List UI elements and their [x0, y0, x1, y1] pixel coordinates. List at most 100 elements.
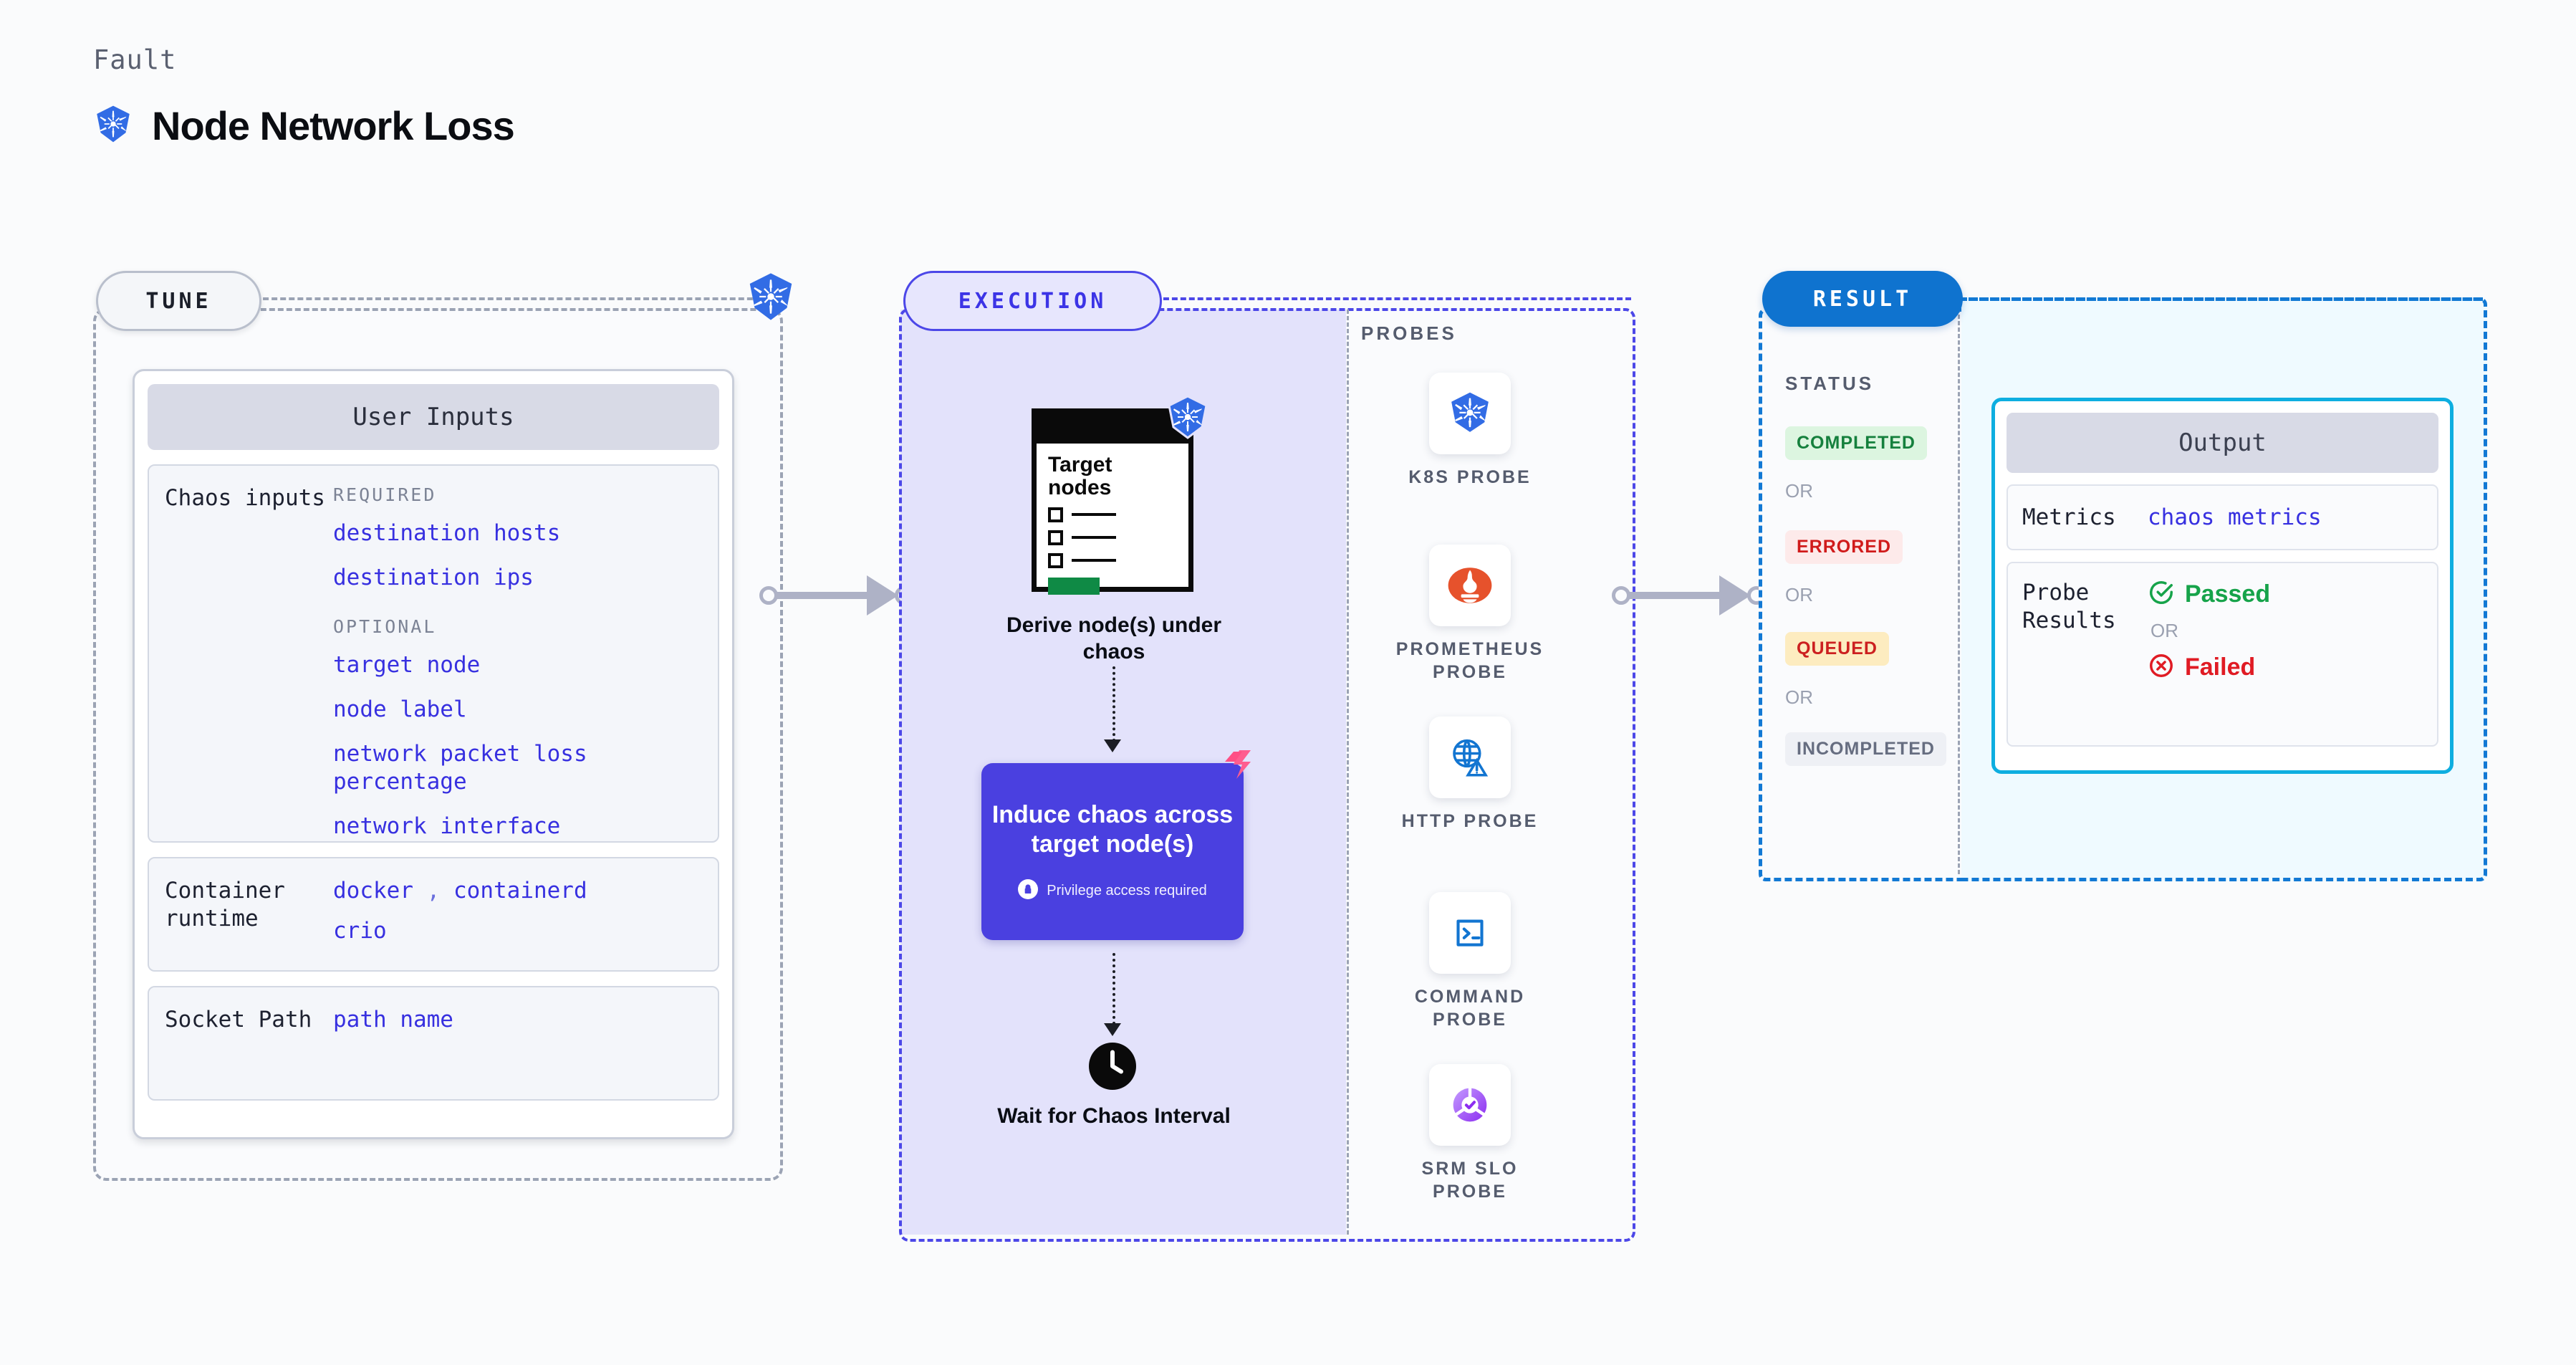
input-value[interactable]: node label	[333, 696, 467, 723]
socket-path-key: Socket Path	[165, 1007, 312, 1033]
privilege-note-text: Privilege access required	[1047, 882, 1207, 899]
probe-label: SRM SLO PROBE	[1421, 1159, 1519, 1202]
probe-item-k8s[interactable]: K8S PROBE	[1384, 373, 1556, 489]
metrics-key: Metrics	[2022, 504, 2116, 530]
probe-pass-label: Passed	[2185, 580, 2271, 608]
result-connector-dash	[1960, 297, 2483, 301]
optional-group-title: OPTIONAL	[333, 616, 437, 638]
probe-fail-label: Failed	[2185, 653, 2256, 681]
or-label: OR	[1785, 584, 1813, 605]
page-header: Fault Node Network Loss	[93, 44, 515, 149]
flow-connector-line	[1112, 953, 1115, 1025]
fault-eyebrow-label: Fault	[93, 44, 177, 75]
metrics-value[interactable]: chaos metrics	[2148, 504, 2322, 530]
checkbox-glyph	[1048, 530, 1063, 545]
input-value[interactable]: network interface	[333, 813, 561, 840]
page-title: Node Network Loss	[152, 103, 515, 148]
probe-item-prometheus[interactable]: PROMETHEUS PROBE	[1384, 545, 1556, 684]
runtime-value[interactable]: crio	[333, 917, 387, 944]
socket-path-section: Socket Path path name	[148, 986, 719, 1101]
privilege-note-row: Privilege access required	[1018, 878, 1207, 903]
result-status-region	[1759, 308, 1961, 881]
or-label: OR	[1785, 686, 1813, 708]
input-value[interactable]: destination hosts	[333, 520, 561, 546]
probe-label: COMMAND PROBE	[1414, 987, 1526, 1030]
container-runtime-key: Container runtime	[165, 878, 285, 931]
line-glyph	[1072, 513, 1116, 517]
or-label: OR	[1785, 480, 1813, 502]
kubernetes-icon	[1165, 394, 1211, 440]
status-bar-glyph	[1048, 577, 1100, 595]
probe-result-failed: Failed	[2148, 652, 2270, 683]
probe-results-values: Passed OR Failed	[2148, 579, 2270, 729]
connector-execution-to-result	[1612, 573, 1766, 616]
status-section-label: STATUS	[1785, 373, 1875, 394]
user-inputs-title: User Inputs	[148, 384, 719, 450]
probe-item-srm-slo[interactable]: SRM SLO PROBE	[1384, 1064, 1556, 1203]
clock-icon	[1087, 1040, 1138, 1092]
checkbox-glyph	[1048, 552, 1063, 568]
container-runtime-section: Container runtime docker , containerd cr…	[148, 857, 719, 972]
probe-results-row: Probe Results Passed OR Failed	[2007, 562, 2438, 747]
status-badge-incompleted: INCOMPLETED	[1785, 732, 1946, 766]
probe-label: K8S PROBE	[1408, 467, 1532, 487]
required-group-title: REQUIRED	[333, 484, 437, 505]
probes-divider	[1347, 310, 1349, 1235]
derive-nodes-caption: Derive node(s) under chaos	[1006, 613, 1222, 664]
probe-result-passed: Passed	[2148, 579, 2270, 610]
x-circle-icon	[2148, 652, 2175, 683]
chaos-inputs-key: Chaos inputs	[165, 485, 325, 511]
probe-results-key: Probe Results	[2022, 580, 2116, 633]
line-glyph	[1072, 536, 1116, 540]
input-value[interactable]: destination ips	[333, 564, 534, 590]
probe-label: PROMETHEUS PROBE	[1395, 639, 1544, 682]
socket-path-values: path name	[333, 1006, 702, 1081]
tune-connector-dash	[254, 297, 770, 300]
line-glyph	[1072, 559, 1116, 562]
probe-item-command[interactable]: COMMAND PROBE	[1384, 892, 1556, 1031]
input-value[interactable]: target node	[333, 652, 481, 679]
wait-interval-caption: Wait for Chaos Interval	[997, 1104, 1231, 1128]
result-stage-pill[interactable]: RESULT	[1762, 271, 1963, 327]
kubernetes-icon	[745, 271, 797, 322]
or-label: OR	[2150, 620, 2178, 641]
output-card: Output Metrics chaos metrics Probe Resul…	[1991, 398, 2454, 774]
prometheus-icon	[1429, 545, 1511, 626]
document-title: Target nodes	[1048, 453, 1112, 499]
checkbox-glyph	[1048, 507, 1063, 522]
flow-arrow-head	[1104, 1023, 1121, 1036]
status-badge-queued: QUEUED	[1785, 632, 1889, 666]
probe-label: HTTP PROBE	[1401, 811, 1539, 831]
probe-item-http[interactable]: HTTP PROBE	[1384, 717, 1556, 833]
socket-path-value[interactable]: path name	[333, 1007, 453, 1033]
slo-gauge-check-icon	[1429, 1064, 1511, 1146]
flow-arrow-head	[1104, 739, 1121, 752]
execution-stage-region	[899, 308, 1635, 1242]
metrics-row: Metrics chaos metrics	[2007, 484, 2438, 550]
globe-warning-icon	[1429, 717, 1511, 798]
induce-chaos-node[interactable]: Induce chaos across target node(s) Privi…	[981, 763, 1244, 940]
fault-title-row: Node Network Loss	[93, 102, 515, 149]
execution-stage-pill[interactable]: EXECUTION	[903, 271, 1162, 331]
status-badge-errored: ERRORED	[1785, 530, 1903, 564]
runtime-value[interactable]: containerd	[453, 878, 587, 904]
induce-chaos-caption: Induce chaos across target node(s)	[991, 801, 1234, 858]
runtime-value[interactable]: docker	[333, 878, 413, 904]
kubernetes-icon	[1429, 373, 1511, 454]
value-separator: ,	[426, 878, 441, 904]
input-value[interactable]: network packet loss percentage	[333, 740, 587, 795]
connector-tune-to-execution	[759, 573, 913, 616]
user-inputs-card: User Inputs Chaos inputs REQUIRED destin…	[133, 369, 734, 1139]
probes-section-label: PROBES	[1361, 322, 1457, 344]
execution-connector-dash	[1155, 297, 1631, 300]
terminal-icon	[1429, 892, 1511, 974]
check-circle-icon	[2148, 579, 2175, 610]
tune-stage-pill[interactable]: TUNE	[96, 271, 261, 331]
flow-connector-line	[1112, 666, 1115, 742]
kubernetes-icon	[93, 104, 133, 148]
lock-icon	[1018, 878, 1039, 903]
result-status-divider	[1958, 308, 1960, 874]
container-runtime-values: docker , containerd crio	[333, 877, 702, 952]
output-title: Output	[2007, 413, 2438, 473]
target-nodes-document-icon: Target nodes	[1032, 395, 1208, 595]
